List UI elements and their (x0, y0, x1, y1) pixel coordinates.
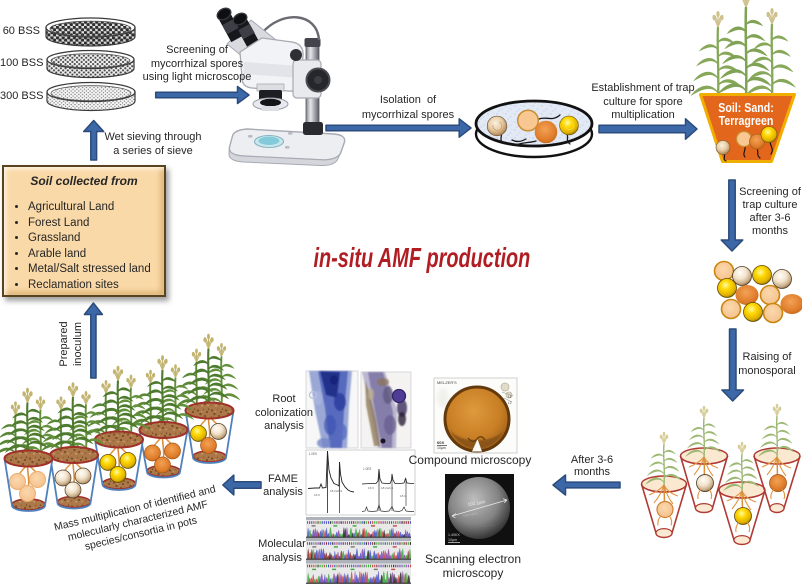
svg-text:SEM MAG: SEM MAG (462, 511, 478, 518)
svg-text:192.1µm: 192.1µm (467, 499, 485, 507)
svg-text:1.0E5: 1.0E5 (309, 452, 318, 456)
svg-text:18:1: 18:1 (400, 494, 406, 498)
svg-text:16:0: 16:0 (368, 486, 374, 490)
svg-text:16:0: 16:0 (314, 493, 320, 497)
svg-text:MELZER'S: MELZER'S (437, 380, 457, 385)
svg-text:L1: L1 (508, 395, 512, 399)
svg-text:18:2w6,9: 18:2w6,9 (330, 489, 343, 493)
svg-text:18:2w6,9: 18:2w6,9 (381, 486, 394, 490)
svg-text:10µm: 10µm (437, 446, 446, 450)
svg-text:L2: L2 (508, 401, 512, 405)
svg-text:1.40KX: 1.40KX (448, 533, 460, 537)
svg-text:1.0E5: 1.0E5 (363, 467, 372, 471)
svg-text:10µm: 10µm (448, 538, 457, 542)
svg-text:60X: 60X (437, 440, 444, 445)
